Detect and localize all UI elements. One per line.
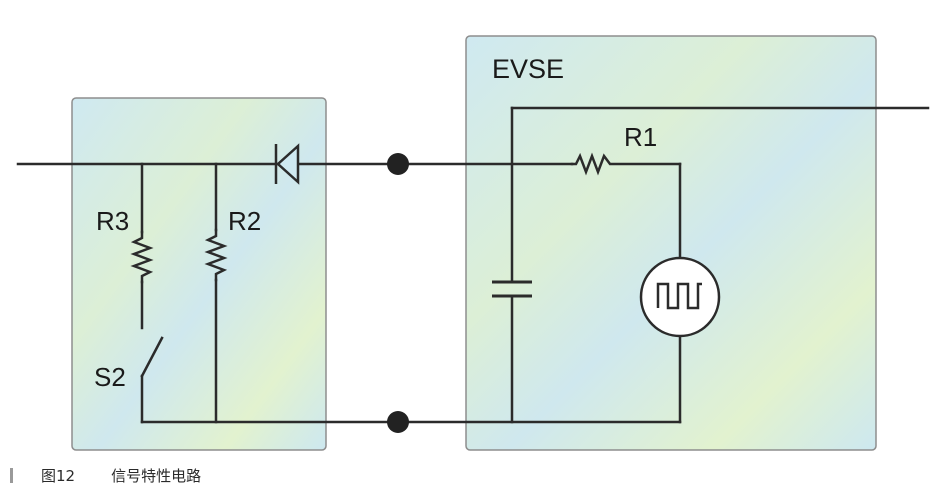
- signal-circuit-diagram: EVSE R1 R3 R2 S2: [16, 35, 930, 451]
- s2-label: S2: [94, 362, 126, 392]
- vehicle-panel: [71, 97, 327, 451]
- resistor-icon: [204, 228, 228, 282]
- diode-icon: [274, 143, 300, 185]
- caption-bar: [10, 467, 13, 483]
- square-wave-source-icon: [639, 256, 721, 338]
- evse-panel: [465, 35, 877, 451]
- evse-label: EVSE: [492, 54, 564, 84]
- resistor-icon: [570, 152, 682, 176]
- connector-node-icon: [387, 411, 409, 433]
- connector-node-icon: [387, 153, 409, 175]
- capacitor-icon: [492, 280, 532, 298]
- resistor-icon: [130, 230, 154, 284]
- r3-label: R3: [96, 206, 129, 236]
- figure-number: 图12: [41, 466, 76, 485]
- figure-title: 信号特性电路: [111, 466, 202, 485]
- figure-caption: 图12 信号特性电路: [10, 463, 201, 487]
- switch-icon: [140, 336, 164, 378]
- r2-label: R2: [228, 206, 261, 236]
- r1-label: R1: [624, 122, 657, 152]
